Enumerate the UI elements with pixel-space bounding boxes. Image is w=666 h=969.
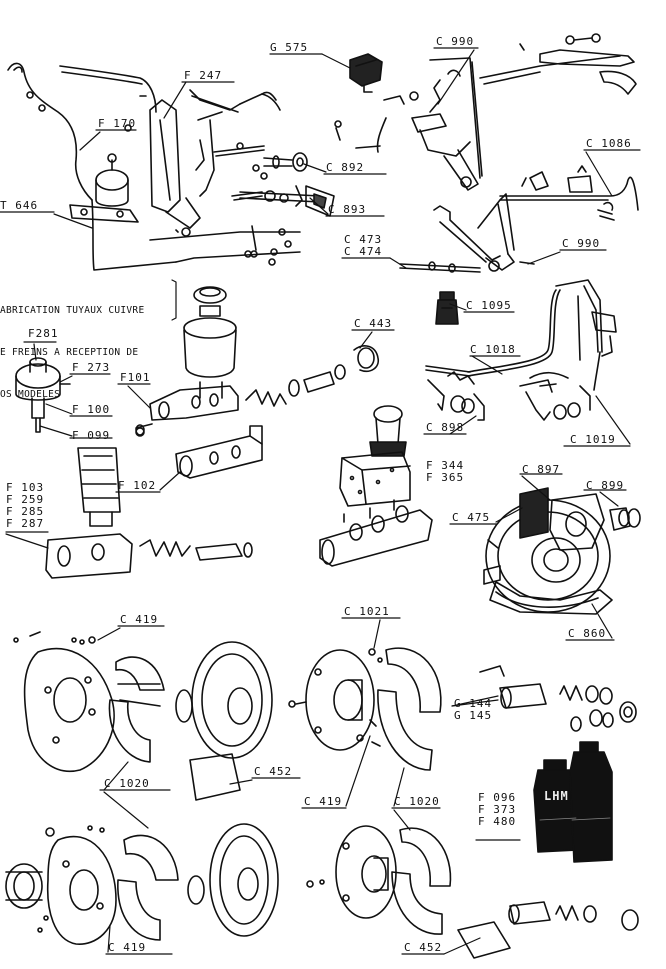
- label-c452-b: C 452: [404, 941, 443, 954]
- label-f101: F101: [120, 371, 151, 384]
- label-f273: F 273: [72, 361, 111, 374]
- handbrake-assembly-drawing: [334, 33, 639, 273]
- label-c990-top: C 990: [436, 35, 475, 48]
- note-bracket: [171, 279, 177, 321]
- label-f102: F 102: [118, 479, 157, 492]
- label-f373: F 373: [478, 803, 517, 816]
- label-c419-b: C 419: [304, 795, 343, 808]
- label-c1020-a: C 1020: [104, 777, 150, 790]
- label-f287: F 287: [6, 517, 45, 530]
- leader-lines: [0, 47, 641, 955]
- pedal-assembly-drawing: [7, 62, 301, 271]
- drum-brake-left-bottom-drawing: [5, 823, 279, 945]
- label-c474: C 474: [344, 245, 383, 258]
- label-f096: F 096: [478, 791, 517, 804]
- label-c419-a: C 419: [120, 613, 159, 626]
- label-c893: C 893: [328, 203, 367, 216]
- label-c1020-b: C 1020: [394, 795, 440, 808]
- label-c1095: C 1095: [466, 299, 512, 312]
- label-c452-a: C 452: [254, 765, 293, 778]
- note-line-3: OS MODELES: [0, 389, 61, 400]
- label-g144-group: G 144 G 145: [454, 698, 492, 722]
- c892-c893-parts-drawing: [239, 152, 335, 258]
- c1018-cable-drawing: [425, 279, 617, 421]
- label-c892: C 892: [326, 161, 365, 174]
- label-f480: F 480: [478, 815, 517, 828]
- label-c990-mid: C 990: [562, 237, 601, 250]
- label-f344: F 344: [426, 459, 465, 472]
- bottle-brand-text: LHM: [544, 789, 569, 803]
- label-c475: C 475: [452, 511, 491, 524]
- label-f285: F 285: [6, 505, 45, 518]
- label-f170: F 170: [98, 117, 137, 130]
- label-c1086: C 1086: [586, 137, 632, 150]
- label-c899: C 899: [586, 479, 625, 492]
- f344-cylinder-drawing: [319, 405, 433, 567]
- c1095-reservoir-drawing: [435, 291, 459, 325]
- label-f096-group: F 096 F 373 F 480: [478, 792, 516, 828]
- label-f365: F 365: [426, 471, 465, 484]
- label-c443: C 443: [354, 317, 393, 330]
- label-c1021: C 1021: [344, 605, 390, 618]
- g575-part-drawing: [349, 53, 383, 93]
- master-cylinder-drawing: [135, 286, 380, 479]
- drum-brake-right-bottom-drawing: [306, 825, 639, 959]
- lhm-bottles-drawing: [533, 741, 613, 863]
- fabrication-note: ABRICATION TUYAUX CUIVRE E FREINS A RECE…: [0, 276, 144, 416]
- drum-brake-right-top-drawing: [288, 647, 637, 771]
- drum-brake-left-top-drawing: [13, 631, 273, 801]
- label-f103: F 103: [6, 481, 45, 494]
- note-line-1: ABRICATION TUYAUX CUIVRE: [0, 305, 145, 316]
- label-c897: C 897: [522, 463, 561, 476]
- label-f100: F 100: [72, 403, 111, 416]
- label-f259: F 259: [6, 493, 45, 506]
- note-line-2: E FREINS A RECEPTION DE: [0, 347, 139, 358]
- label-f099: F 099: [72, 429, 111, 442]
- label-g575: G 575: [270, 41, 309, 54]
- label-c898: C 898: [426, 421, 465, 434]
- label-c473: C 473: [344, 233, 383, 246]
- label-c1019: C 1019: [570, 433, 616, 446]
- f103-cylinder-drawing: [45, 447, 253, 579]
- label-f247: F 247: [184, 69, 223, 82]
- label-t646: T 646: [0, 199, 39, 212]
- label-c1018: C 1018: [470, 343, 516, 356]
- label-f103-group: F 103 F 259 F 285 F 287: [6, 482, 44, 530]
- label-c419-c: C 419: [108, 941, 147, 954]
- label-c860: C 860: [568, 627, 607, 640]
- label-f344-group: F 344 F 365: [426, 460, 464, 484]
- label-g145: G 145: [454, 709, 493, 722]
- c860-disc-brake-drawing: [483, 487, 641, 615]
- label-f281: F281: [28, 327, 59, 340]
- label-g144: G 144: [454, 697, 493, 710]
- reservoir-f281-drawing: [15, 357, 71, 433]
